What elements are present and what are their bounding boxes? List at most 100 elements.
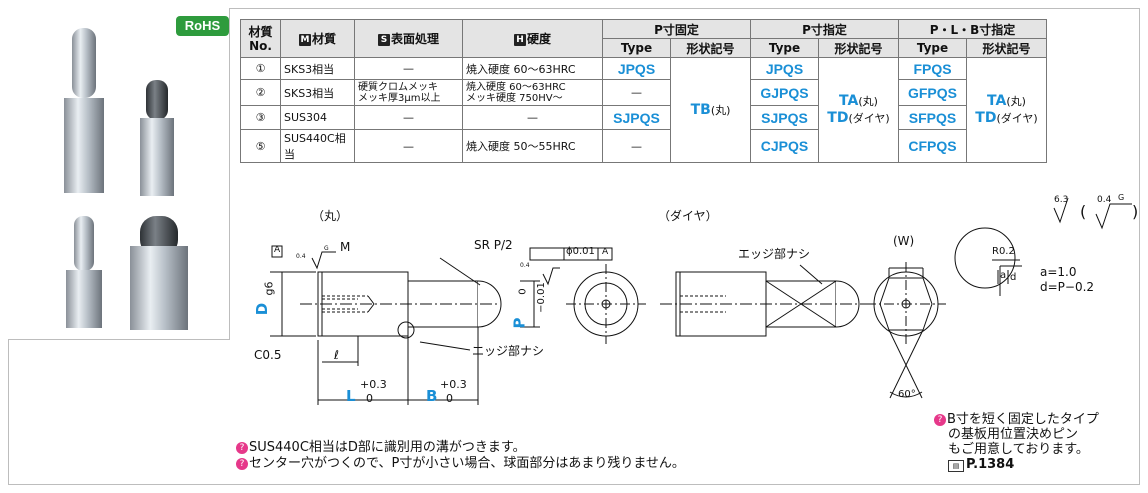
p-tol-lower: −0.01 bbox=[535, 282, 547, 313]
pin-photo-2 bbox=[146, 80, 168, 120]
row-no: ⑤ bbox=[240, 129, 281, 163]
material-icon: M bbox=[298, 33, 311, 46]
shape-ta-td: TA(丸)TD(ダイヤ) bbox=[818, 57, 899, 163]
r02-label: R0.2 bbox=[992, 246, 1015, 257]
c05-label: C0.5 bbox=[254, 348, 282, 362]
a-small-label: a bbox=[1000, 270, 1007, 281]
shape-tb: TB(丸) bbox=[670, 57, 751, 163]
edge-detail-view bbox=[954, 227, 1022, 296]
sr-label: SR P/2 bbox=[474, 238, 513, 252]
roughness-mark bbox=[1053, 197, 1069, 224]
header-type: Type bbox=[750, 38, 819, 58]
table-row: ② SKS3相当 硬質クロムメッキ メッキ厚3μm以上 焼入硬度 60～63HR… bbox=[240, 79, 1047, 106]
row-surface: — bbox=[354, 129, 463, 163]
p-label: P bbox=[510, 317, 529, 329]
type-link[interactable]: CJPQS bbox=[750, 129, 819, 163]
header-shape: 形状記号 bbox=[670, 38, 751, 58]
hint-icon: ? bbox=[934, 413, 946, 426]
row-p-fixed: — bbox=[602, 129, 671, 163]
note-2: ?センター穴がつくので、P寸が小さい場合、球面部分はあまり残りません。 bbox=[236, 456, 685, 471]
table-row: ⑤ SUS440C相当 — 焼入硬度 50～55HRC — CJPQS CFPQ… bbox=[240, 129, 1047, 163]
b-label: B bbox=[426, 387, 438, 405]
roughness-paren-open: ( bbox=[1080, 202, 1087, 221]
header-hardness: 硬度 bbox=[526, 32, 551, 46]
angle-label: 60° bbox=[898, 389, 916, 400]
roughness-63: 6.3 bbox=[1054, 195, 1069, 205]
edge-none-label: エッジ部ナシ bbox=[472, 344, 545, 358]
row-no: ② bbox=[240, 79, 281, 106]
header-plb-spec: P・L・B寸指定 bbox=[898, 19, 1047, 39]
diamond-pin-end-view bbox=[866, 262, 946, 399]
d-tolerance: g6 bbox=[262, 281, 276, 296]
ell-label: ℓ bbox=[334, 348, 339, 362]
roughness-04c: 0.4 bbox=[520, 262, 530, 269]
side-note: ?B寸を短く固定したタイプ の基板用位置決めピン もご用意しております。 ▤P.… bbox=[934, 412, 1099, 472]
row-material: SKS3相当 bbox=[280, 79, 355, 106]
diamond-pin-side-view bbox=[660, 264, 866, 337]
product-photo bbox=[64, 28, 188, 330]
header-p-spec: P寸指定 bbox=[750, 19, 899, 39]
header-surface: 表面処理 bbox=[390, 32, 439, 46]
note-1: ?SUS440C相当はD部に識別用の溝がつきます。 bbox=[236, 440, 526, 455]
surface-icon: S bbox=[377, 33, 390, 46]
label-diamond: （ダイヤ） bbox=[658, 209, 718, 223]
header-shape: 形状記号 bbox=[966, 38, 1047, 58]
row-hardness: 焼入硬度 60～63HRC メッキ硬度 750HV～ bbox=[462, 79, 603, 106]
pin-photo-1 bbox=[72, 28, 96, 98]
row-material: SUS304 bbox=[280, 105, 355, 130]
table-row: ③ SUS304 — — SJPQS SJPQS SFPQS bbox=[240, 105, 1047, 130]
d-label: D bbox=[253, 302, 272, 316]
type-link[interactable]: JPQS bbox=[602, 57, 671, 80]
hint-icon: ? bbox=[236, 441, 248, 454]
row-material: SUS440C相当 bbox=[280, 129, 355, 163]
rohs-badge: RoHS bbox=[176, 16, 229, 36]
b-tol-upper: +0.3 bbox=[440, 378, 467, 391]
hardness-icon: H bbox=[513, 33, 526, 46]
coaxiality-tolerance: ϕ0.01 bbox=[566, 246, 595, 257]
header-material-no-1: 材質 bbox=[248, 24, 273, 39]
row-hardness: — bbox=[462, 105, 603, 130]
page-ref-link[interactable]: P.1384 bbox=[966, 457, 1015, 472]
table-row: ① SKS3相当 — 焼入硬度 60～63HRC JPQS TB(丸) JPQS… bbox=[240, 57, 1047, 163]
type-link[interactable]: GFPQS bbox=[898, 79, 967, 106]
header-p-fixed: P寸固定 bbox=[602, 19, 751, 39]
m-label: M bbox=[340, 240, 351, 254]
header-type: Type bbox=[898, 38, 967, 58]
pin-photo-3 bbox=[74, 216, 94, 271]
datum-a: A bbox=[602, 247, 609, 257]
book-icon: ▤ bbox=[948, 460, 964, 472]
shape-ta-td: TA(丸)TD(ダイヤ) bbox=[966, 57, 1047, 163]
roughness-04: 0.4 bbox=[1097, 195, 1112, 205]
d-equation: d=P−0.2 bbox=[1040, 280, 1095, 294]
label-round: （丸） bbox=[312, 209, 349, 223]
type-link[interactable]: FPQS bbox=[898, 57, 967, 80]
row-hardness: 焼入硬度 50～55HRC bbox=[462, 129, 603, 163]
type-link[interactable]: SFPQS bbox=[898, 105, 967, 130]
roughness-g2: G bbox=[324, 245, 329, 252]
edge-none-label: エッジ部ナシ bbox=[738, 247, 811, 261]
l-tol-lower: 0 bbox=[366, 392, 373, 405]
a-equation: a=1.0 bbox=[1040, 265, 1077, 279]
roughness-04b: 0.4 bbox=[296, 253, 306, 260]
l-label: L bbox=[346, 387, 356, 405]
header-material-no-2: No. bbox=[249, 38, 272, 53]
product-photo-panel: RoHS bbox=[8, 8, 230, 340]
row-hardness: 焼入硬度 60～63HRC bbox=[462, 57, 603, 80]
header-shape: 形状記号 bbox=[818, 38, 899, 58]
w-label: (W) bbox=[893, 234, 915, 248]
type-link[interactable]: CFPQS bbox=[898, 129, 967, 163]
roughness-mark bbox=[1095, 203, 1132, 230]
p-tol-upper: 0 bbox=[517, 288, 529, 295]
header-material: 材質 bbox=[311, 32, 336, 46]
hint-icon: ? bbox=[236, 457, 248, 470]
roughness-g: G bbox=[1118, 193, 1125, 202]
datum-a: A bbox=[274, 245, 281, 255]
type-link[interactable]: JPQS bbox=[750, 57, 819, 80]
round-pin-end-view bbox=[566, 264, 646, 344]
b-tol-lower: 0 bbox=[446, 392, 453, 405]
roughness-paren-close: ) bbox=[1132, 202, 1139, 221]
row-surface: — bbox=[354, 105, 463, 130]
round-pin-side-view bbox=[270, 245, 613, 405]
